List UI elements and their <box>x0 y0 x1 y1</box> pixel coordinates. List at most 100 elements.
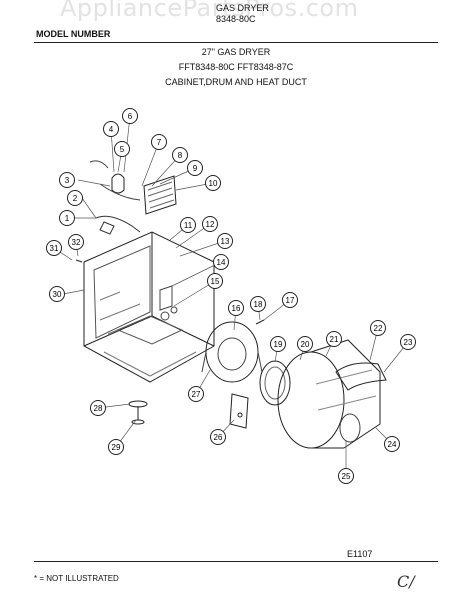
screw-icon <box>75 259 83 263</box>
callout-circle <box>151 134 167 150</box>
callout-label: 26 <box>214 433 223 442</box>
callout-circle <box>400 334 416 350</box>
callout-label: 5 <box>120 145 125 154</box>
callout-6: 6 <box>122 108 138 124</box>
callout-32: 32 <box>68 234 84 250</box>
callout-label: 17 <box>286 296 295 305</box>
callout-label: 25 <box>342 472 351 481</box>
callout-circle <box>172 147 188 163</box>
callout-14: 14 <box>213 254 229 270</box>
callout-21: 21 <box>326 331 342 347</box>
callout-circle <box>187 160 203 176</box>
callout-label: 9 <box>193 164 198 173</box>
callout-label: 20 <box>301 340 310 349</box>
callout-3: 3 <box>59 172 75 188</box>
callout-label: 4 <box>109 125 114 134</box>
callout-10: 10 <box>205 175 221 191</box>
callout-31: 31 <box>46 240 62 256</box>
callout-label: 21 <box>330 335 339 344</box>
callout-29: 29 <box>108 439 124 455</box>
callout-1: 1 <box>59 210 75 226</box>
footer-divider <box>34 561 438 562</box>
callout-circle <box>370 320 386 336</box>
callout-circle <box>270 336 286 352</box>
callout-label: 23 <box>404 338 413 347</box>
footnote: * = NOT ILLUSTRATED <box>34 574 119 583</box>
callout-circle <box>103 121 119 137</box>
callout-12: 12 <box>202 216 218 232</box>
callout-24: 24 <box>384 436 400 452</box>
callout-label: 18 <box>254 300 263 309</box>
callout-circle <box>250 296 266 312</box>
heat-duct <box>89 160 141 235</box>
callout-13: 13 <box>217 233 233 249</box>
cabinet <box>83 231 215 383</box>
callout-label: 27 <box>192 390 201 399</box>
header-divider <box>34 42 438 43</box>
drum-seal <box>259 360 291 406</box>
callout-circle <box>122 108 138 124</box>
callout-label: 14 <box>217 258 226 267</box>
callout-label: 31 <box>50 244 59 253</box>
callout-label: 7 <box>157 138 162 147</box>
callout-label: 1 <box>65 214 70 223</box>
callout-circle <box>217 233 233 249</box>
access-bracket <box>229 393 249 429</box>
callout-25: 25 <box>338 468 354 484</box>
callout-label: 28 <box>94 404 103 413</box>
watermark: AppliancePartsPros.com <box>60 0 359 22</box>
callout-23: 23 <box>400 334 416 350</box>
product-line-1: GAS DRYER <box>216 3 269 13</box>
callout-19: 19 <box>270 336 286 352</box>
callout-label: 24 <box>388 440 397 449</box>
callout-label: 15 <box>211 277 220 286</box>
leveling-leg <box>128 400 148 425</box>
callout-circle <box>67 190 83 206</box>
callout-label: 19 <box>274 340 283 349</box>
callout-circle <box>210 429 226 445</box>
callout-circle <box>213 254 229 270</box>
callout-label: 16 <box>232 304 241 313</box>
section-title: CABINET,DRUM AND HEAT DUCT <box>165 77 307 87</box>
callout-2: 2 <box>67 190 83 206</box>
callout-circle <box>338 468 354 484</box>
drum <box>277 339 381 449</box>
callout-15: 15 <box>207 273 223 289</box>
callout-label: 8 <box>178 151 183 160</box>
callout-17: 17 <box>282 292 298 308</box>
callout-28: 28 <box>90 400 106 416</box>
callout-circle <box>297 336 313 352</box>
callout-circle <box>90 400 106 416</box>
callout-label: 22 <box>374 324 383 333</box>
handwritten-mark: C/ <box>397 572 415 591</box>
model-label: MODEL NUMBER <box>36 29 111 39</box>
callout-circle <box>114 141 130 157</box>
callout-circle <box>188 386 204 402</box>
callout-5: 5 <box>114 141 130 157</box>
callout-circle <box>205 175 221 191</box>
callout-circle <box>59 172 75 188</box>
callout-8: 8 <box>172 147 188 163</box>
callout-label: 3 <box>65 176 70 185</box>
product-line-2: 8348-80C <box>216 14 256 24</box>
callout-label: 11 <box>184 221 193 230</box>
callout-circle <box>46 240 62 256</box>
callout-circle <box>282 292 298 308</box>
callout-30: 30 <box>49 286 65 302</box>
front-bulkhead <box>201 321 263 383</box>
callout-circle <box>384 436 400 452</box>
callout-circle <box>68 234 84 250</box>
model-numbers: FFT8348-80C FFT8348-87C <box>178 62 294 72</box>
rear-duct <box>335 362 387 391</box>
screw-icon <box>255 319 265 325</box>
callout-label: 2 <box>73 194 78 203</box>
callout-26: 26 <box>210 429 226 445</box>
callout-circle <box>49 286 65 302</box>
callout-label: 6 <box>128 112 133 121</box>
callout-label: 32 <box>72 238 81 247</box>
callout-label: 30 <box>53 290 62 299</box>
callout-circle <box>228 300 244 316</box>
callout-4: 4 <box>103 121 119 137</box>
leader-lines <box>53 115 409 476</box>
